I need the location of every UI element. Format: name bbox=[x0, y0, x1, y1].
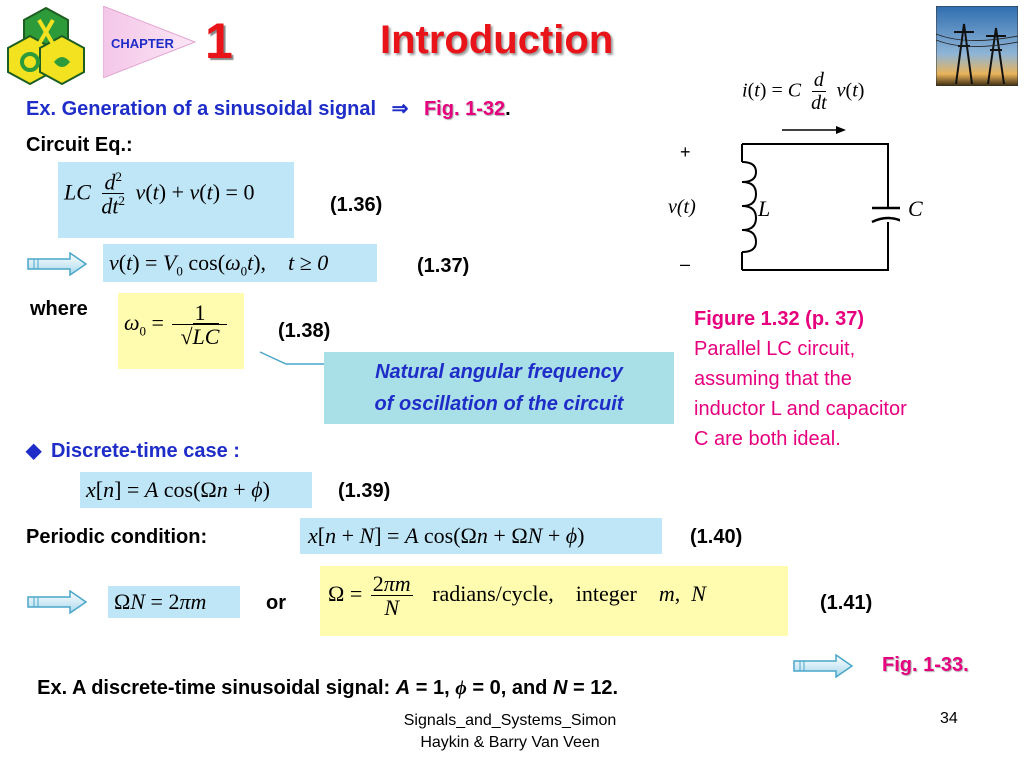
example2-N: N bbox=[552, 677, 568, 699]
fig-1-32-link[interactable]: Fig. 1-32 bbox=[423, 98, 506, 120]
figure-caption-line3: inductor L and capacitor bbox=[694, 398, 907, 420]
figure-caption-line4: C are both ideal. bbox=[694, 428, 841, 450]
footer-source-line1: Signals_and_Systems_Simon bbox=[403, 712, 617, 729]
equation-number-1-41: (1.41) bbox=[820, 592, 873, 614]
implies-arrow-icon-2 bbox=[26, 589, 88, 619]
page-title: Introduction bbox=[380, 18, 614, 62]
implies-arrow-icon bbox=[26, 251, 88, 281]
logo bbox=[6, 6, 86, 86]
example2-line: Ex. A discrete-time sinusoidal signal: A… bbox=[26, 654, 618, 700]
footer-source: Signals_and_Systems_Simon Haykin & Barry… bbox=[360, 710, 660, 754]
capacitor-label: C bbox=[908, 196, 923, 221]
equation-1-41-text: radians/cycle, integer bbox=[432, 581, 637, 607]
equation-number-1-37: (1.37) bbox=[417, 255, 470, 277]
circuit-eq-label: Circuit Eq.: bbox=[26, 134, 133, 156]
chapter-number: 1 bbox=[205, 13, 233, 69]
chapter-badge: CHAPTER 1 bbox=[102, 5, 243, 79]
power-lines-image bbox=[935, 5, 1019, 87]
implies-arrow-icon-3 bbox=[792, 653, 854, 683]
or-label: or bbox=[266, 592, 286, 614]
equation-number-1-36: (1.36) bbox=[330, 194, 383, 216]
equation-1-37: v(t) = V0 cos(ω0t), t ≥ 0 bbox=[103, 244, 377, 282]
equation-1-38: ω0 = 1√LC bbox=[118, 293, 244, 369]
figure-caption-title: Figure 1.32 (p. 37) bbox=[694, 308, 865, 330]
figure-caption: Figure 1.32 (p. 37) Parallel LC circuit,… bbox=[694, 304, 907, 454]
equation-1-39: x[n] = A cos(Ωn + ϕ) bbox=[80, 472, 312, 508]
equation-number-1-38: (1.38) bbox=[278, 320, 331, 342]
voltage-label: v(t) bbox=[668, 196, 696, 218]
footer-source-line2: Haykin & Barry Van Veen bbox=[420, 734, 600, 751]
example2-A: A bbox=[395, 677, 411, 699]
equation-omega-n: ΩN = 2πm bbox=[108, 586, 240, 618]
example2-phi: ϕ bbox=[455, 677, 467, 699]
where-label: where bbox=[30, 298, 88, 320]
figure-caption-line2: assuming that the bbox=[694, 368, 852, 390]
periodic-condition-label: Periodic condition: bbox=[26, 526, 208, 548]
example1-period: . bbox=[505, 98, 511, 120]
callout-box: Natural angular frequency of oscillation… bbox=[324, 352, 674, 424]
circuit-diagram bbox=[741, 126, 900, 271]
page-number: 34 bbox=[940, 710, 958, 727]
implies-symbol: ⇒ bbox=[391, 98, 409, 120]
example2-text-d: = 12. bbox=[567, 677, 619, 699]
example2-text-c: = 0, and bbox=[466, 677, 553, 699]
minus-terminal: – bbox=[680, 254, 691, 274]
discrete-time-heading: ◆ Discrete-time case : bbox=[26, 438, 240, 463]
discrete-time-label: Discrete-time case : bbox=[50, 440, 240, 462]
fig-1-33-link[interactable]: Fig. 1-33. bbox=[882, 654, 969, 676]
equation-number-1-39: (1.39) bbox=[338, 480, 391, 502]
callout-pointer bbox=[259, 351, 324, 365]
chapter-label: CHAPTER bbox=[111, 36, 174, 51]
diamond-bullet-icon: ◆ bbox=[26, 440, 42, 462]
inductor-label: L bbox=[758, 196, 771, 221]
equation-1-37-condition: t ≥ 0 bbox=[288, 250, 329, 275]
example1-line: Ex. Generation of a sinusoidal signal ⇒ … bbox=[26, 96, 511, 121]
callout-line1: Natural angular frequency bbox=[375, 361, 623, 383]
figure-caption-line1: Parallel LC circuit, bbox=[694, 338, 856, 360]
example1-text: Ex. Generation of a sinusoidal signal bbox=[26, 98, 377, 120]
equation-1-40: x[n + N] = A cos(Ωn + ΩN + ϕ) bbox=[300, 518, 662, 554]
plus-terminal: + bbox=[680, 142, 691, 162]
example2-text-a: Ex. A discrete-time sinusoidal signal: bbox=[37, 677, 396, 699]
equation-number-1-40: (1.40) bbox=[690, 526, 743, 548]
example2-text-b: = 1, bbox=[410, 677, 456, 699]
callout-line2: of oscillation of the circuit bbox=[374, 393, 624, 415]
